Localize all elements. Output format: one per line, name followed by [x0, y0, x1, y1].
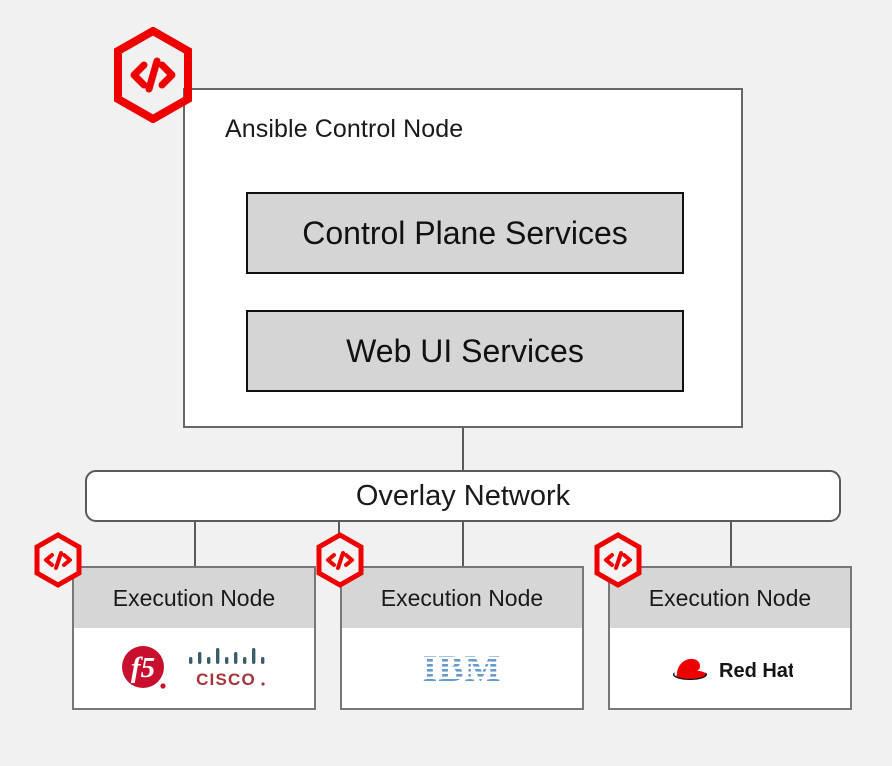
redhat-wordmark: Red Hat [719, 660, 793, 682]
overlay-network-box[interactable]: Overlay Network [85, 470, 841, 522]
web-ui-services-label: Web UI Services [346, 332, 584, 369]
connector-control-to-overlay [462, 428, 464, 470]
ansible-code-hexagon-icon [110, 26, 196, 128]
control-plane-services-box[interactable]: Control Plane Services [246, 192, 684, 274]
redhat-logo: Red Hat [673, 658, 793, 682]
ibm-logo: IBM [423, 648, 502, 689]
svg-text:CISCO: CISCO [196, 670, 256, 689]
execution-node-2-label: Execution Node [380, 584, 544, 611]
control-node-title: Ansible Control Node [225, 115, 464, 143]
ansible-code-hexagon-icon [592, 532, 644, 593]
execution-node-1-body: f5 CISCO [74, 628, 314, 708]
connector-overlay-to-exec-3 [730, 521, 732, 567]
execution-node-1-header: Execution Node [74, 568, 314, 628]
execution-node-3[interactable]: Execution Node Red Hat [608, 566, 852, 710]
execution-node-2-header: Execution Node [342, 568, 582, 628]
ansible-code-hexagon-icon [314, 532, 366, 593]
execution-node-2-body: IBM [342, 628, 582, 708]
execution-node-1[interactable]: Execution Node f5 [72, 566, 316, 710]
ansible-code-hexagon-icon [32, 532, 84, 593]
f5-logo: f5 [122, 646, 166, 689]
connector-overlay-to-exec-2 [462, 521, 464, 567]
cisco-logo: CISCO [189, 648, 265, 689]
execution-node-1-label: Execution Node [112, 584, 276, 611]
execution-node-3-header: Execution Node [610, 568, 850, 628]
execution-node-3-body: Red Hat [610, 628, 850, 708]
redhat-fedora-icon [673, 658, 707, 680]
execution-node-2[interactable]: Execution Node [340, 566, 584, 710]
ansible-control-node-box[interactable]: Ansible Control Node Control Plane Servi… [183, 88, 743, 428]
svg-text:f5: f5 [131, 652, 155, 684]
svg-text:IBM: IBM [423, 648, 502, 689]
overlay-network-label: Overlay Network [355, 479, 571, 512]
connector-overlay-to-exec-1 [194, 521, 196, 567]
web-ui-services-box[interactable]: Web UI Services [246, 310, 684, 392]
control-plane-services-label: Control Plane Services [302, 214, 628, 251]
execution-node-3-label: Execution Node [648, 584, 812, 611]
